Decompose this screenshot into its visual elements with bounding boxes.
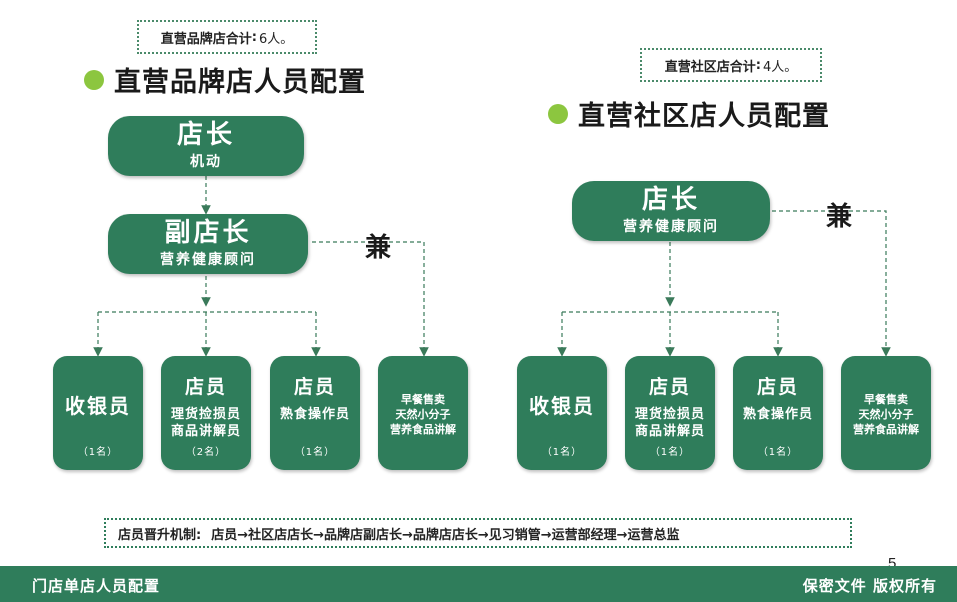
community-staff2-card: 店员 熟食操作员 （1名） bbox=[733, 356, 823, 470]
community-manager-node: 店长 营养健康顾问 bbox=[572, 181, 770, 241]
brand-manager-title: 店长 bbox=[176, 119, 235, 150]
brand-cashier-count: （1名） bbox=[77, 447, 119, 458]
brand-manager-sub: 机动 bbox=[190, 154, 222, 171]
brand-line-concurrent bbox=[312, 241, 429, 357]
brand-staff2-count: （1名） bbox=[294, 447, 336, 458]
brand-staff2-duty: 熟食操作员 bbox=[279, 407, 350, 422]
brand-deputy-sub: 营养健康顾问 bbox=[160, 252, 256, 269]
brand-deputy-title: 副店长 bbox=[164, 217, 252, 248]
community-breakfast-line2: 天然小分子 bbox=[858, 408, 914, 421]
community-manager-sub: 营养健康顾问 bbox=[623, 219, 719, 236]
community-staff1-card: 店员 理货捡损员 商品讲解员 （1名） bbox=[625, 356, 715, 470]
community-breakfast-line3: 营养食品讲解 bbox=[853, 423, 919, 436]
promotion-box: 店员晋升机制: 店员→社区店店长→品牌店副店长→品牌店店长→见习销管→运营部经理… bbox=[104, 518, 852, 548]
brand-staff1-title: 店员 bbox=[184, 376, 227, 398]
community-total-box: 直营社区店合计: 4人。 bbox=[640, 48, 822, 82]
brand-concurrent-label: 兼 bbox=[365, 233, 392, 263]
footer-right-text: 保密文件 版权所有 bbox=[802, 577, 937, 595]
community-cashier-card: 收银员 （1名） bbox=[517, 356, 607, 470]
community-line-concurrent bbox=[772, 210, 891, 357]
community-total-value: 4人。 bbox=[762, 59, 798, 75]
brand-total-label: 直营品牌店合计 bbox=[160, 31, 252, 47]
community-cashier-title: 收银员 bbox=[529, 394, 595, 418]
community-manager-title: 店长 bbox=[641, 184, 700, 215]
brand-breakfast-text: 早餐售卖 天然小分子 营养食品讲解 bbox=[378, 392, 468, 437]
brand-staff1-duties: 理货捡损员 商品讲解员 bbox=[161, 406, 251, 440]
promotion-label: 店员晋升机制: bbox=[118, 527, 202, 543]
community-staff2-title: 店员 bbox=[756, 376, 799, 398]
brand-cashier-card: 收银员 （1名） bbox=[53, 356, 143, 470]
brand-staff2-title: 店员 bbox=[293, 376, 336, 398]
community-title-text: 直营社区店人员配置 bbox=[578, 101, 830, 132]
brand-total-box: 直营品牌店合计: 6人。 bbox=[137, 20, 317, 54]
brand-deputy-node: 副店长 营养健康顾问 bbox=[108, 214, 308, 274]
page-number: 5 bbox=[888, 555, 897, 572]
community-staff1-duty1: 理货捡损员 bbox=[634, 407, 705, 422]
community-breakfast-text: 早餐售卖 天然小分子 营养食品讲解 bbox=[841, 392, 931, 437]
community-concurrent-label: 兼 bbox=[826, 202, 853, 232]
brand-breakfast-line1: 早餐售卖 bbox=[401, 393, 445, 406]
brand-breakfast-line2: 天然小分子 bbox=[395, 408, 451, 421]
community-staff1-title: 店员 bbox=[648, 376, 691, 398]
brand-section-title: 直营品牌店人员配置 bbox=[84, 60, 366, 99]
community-breakfast-card: 早餐售卖 天然小分子 营养食品讲解 bbox=[841, 356, 931, 470]
brand-breakfast-card: 早餐售卖 天然小分子 营养食品讲解 bbox=[378, 356, 468, 470]
brand-staff1-card: 店员 理货捡损员 商品讲解员 （2名） bbox=[161, 356, 251, 470]
bullet-dot-icon bbox=[548, 103, 568, 124]
community-staff2-duty: 熟食操作员 bbox=[742, 407, 813, 422]
community-section-title: 直营社区店人员配置 bbox=[548, 94, 830, 133]
brand-staff1-duty2: 商品讲解员 bbox=[170, 424, 241, 439]
brand-cashier-title: 收银员 bbox=[65, 394, 131, 418]
promotion-path: 店员→社区店店长→品牌店副店长→品牌店店长→见习销管→运营部经理→运营总监 bbox=[211, 527, 680, 543]
brand-manager-node: 店长 机动 bbox=[108, 116, 304, 176]
brand-staff2-card: 店员 熟食操作员 （1名） bbox=[270, 356, 360, 470]
brand-staff1-count: （2名） bbox=[185, 447, 227, 458]
brand-total-value: 6人。 bbox=[258, 31, 294, 47]
brand-staff1-duty1: 理货捡损员 bbox=[170, 407, 241, 422]
community-staff1-duty2: 商品讲解员 bbox=[634, 424, 705, 439]
community-total-label: 直营社区店合计 bbox=[664, 59, 756, 75]
community-staff1-duties: 理货捡损员 商品讲解员 bbox=[625, 406, 715, 440]
footer-bar: 门店单店人员配置 保密文件 版权所有 bbox=[0, 566, 957, 602]
brand-title-text: 直营品牌店人员配置 bbox=[114, 67, 366, 98]
bullet-dot-icon bbox=[84, 69, 104, 90]
community-staff2-count: （1名） bbox=[757, 447, 799, 458]
community-breakfast-line1: 早餐售卖 bbox=[864, 393, 908, 406]
community-staff1-count: （1名） bbox=[649, 447, 691, 458]
footer-left-text: 门店单店人员配置 bbox=[32, 577, 161, 595]
brand-breakfast-line3: 营养食品讲解 bbox=[390, 423, 456, 436]
community-cashier-count: （1名） bbox=[541, 447, 583, 458]
